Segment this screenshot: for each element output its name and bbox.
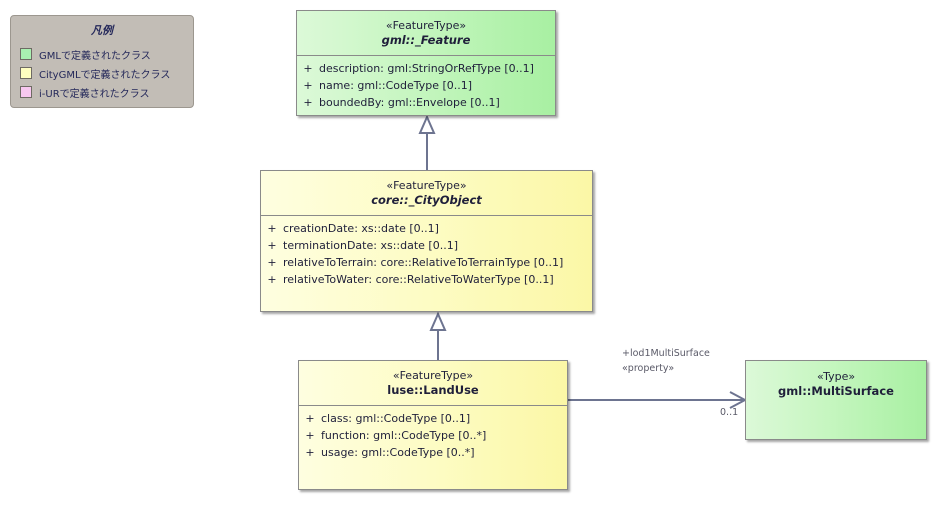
- legend-item-citygml: CityGMLで定義されたクラス: [20, 66, 171, 81]
- class-name-landuse: luse::LandUse: [387, 383, 479, 397]
- attribute-visibility: +: [303, 96, 313, 109]
- association-role-label: +lod1MultiSurface: [622, 348, 710, 359]
- class-box-landuse[interactable]: «FeatureType» luse::LandUse + class: gml:…: [298, 360, 568, 490]
- legend-item-iur: i-URで定義されたクラス: [20, 85, 150, 100]
- legend-swatch-iur: [20, 86, 32, 98]
- association-multiplicity-label: 0..1: [720, 407, 739, 418]
- class-box-multisurface[interactable]: «Type» gml::MultiSurface: [745, 360, 927, 440]
- class-stereotype-cityobject: «FeatureType»: [386, 179, 467, 192]
- attribute-row: + class: gml::CodeType [0..1]: [299, 410, 567, 427]
- attribute-row: + description: gml:StringOrRefType [0..1]: [297, 60, 555, 77]
- attribute-row: + creationDate: xs::date [0..1]: [261, 220, 592, 237]
- attribute-visibility: +: [303, 62, 313, 75]
- legend-label-gml: GMLで定義されたクラス: [39, 50, 151, 62]
- legend-swatch-citygml: [20, 67, 32, 79]
- class-header-landuse: «FeatureType» luse::LandUse: [299, 361, 567, 406]
- attribute-row: + usage: gml::CodeType [0..*]: [299, 444, 567, 461]
- attribute-row: + function: gml::CodeType [0..*]: [299, 427, 567, 444]
- class-stereotype-multisurface: «Type»: [816, 370, 856, 383]
- class-box-cityobject[interactable]: «FeatureType» core::_CityObject + creatio…: [260, 170, 593, 312]
- attribute-row: + boundedBy: gml::Envelope [0..1]: [297, 94, 555, 111]
- legend-label-iur: i-URで定義されたクラス: [39, 88, 150, 100]
- attribute-visibility: +: [267, 222, 277, 235]
- attribute-visibility: +: [303, 79, 313, 92]
- attribute-visibility: +: [267, 239, 277, 252]
- attribute-visibility: +: [267, 273, 277, 286]
- class-stereotype-feature: «FeatureType»: [385, 19, 467, 32]
- attribute-visibility: +: [305, 429, 315, 442]
- class-attributes-cityobject: +creationDate: xs::date [0..1] +terminat…: [261, 216, 592, 288]
- legend-swatch-gml: [20, 48, 32, 60]
- legend: 凡例 GMLで定義されたクラス CityGMLで定義されたクラス i-URで定義…: [10, 15, 194, 108]
- legend-item-gml: GMLで定義されたクラス: [20, 47, 151, 62]
- legend-title: 凡例: [91, 24, 113, 37]
- attribute-text: relativeToTerrain: core::RelativeToTerra…: [283, 256, 564, 269]
- attribute-text: boundedBy: gml::Envelope [0..1]: [319, 96, 500, 109]
- attribute-text: terminationDate: xs::date [0..1]: [283, 239, 458, 252]
- attribute-row: + terminationDate: xs::date [0..1]: [261, 237, 592, 254]
- attribute-text: name: gml::CodeType [0..1]: [319, 79, 473, 92]
- class-name-multisurface: gml::MultiSurface: [778, 384, 894, 398]
- attribute-row: + relativeToTerrain: core::RelativeToTerr…: [261, 254, 592, 271]
- attribute-text: usage: gml::CodeType [0..*]: [321, 446, 475, 459]
- attribute-visibility: +: [305, 446, 315, 459]
- class-box-feature[interactable]: «FeatureType» gml::_Feature + description…: [296, 10, 556, 116]
- class-name-cityobject: core::_CityObject: [371, 193, 482, 207]
- class-name-feature: gml::_Feature: [381, 33, 471, 47]
- attribute-text: description: gml:StringOrRefType [0..1]: [319, 62, 534, 75]
- attribute-row: + relativeToWater: core::RelativeToWaterT…: [261, 271, 592, 288]
- attribute-text: class: gml::CodeType [0..1]: [321, 412, 471, 425]
- generalization-arrow-cityobject: [418, 114, 436, 134]
- class-attributes-landuse: +class: gml::CodeType [0..1] +function: …: [299, 406, 567, 461]
- attribute-row: + name: gml::CodeType [0..1]: [297, 77, 555, 94]
- attribute-text: function: gml::CodeType [0..*]: [321, 429, 487, 442]
- class-header-feature: «FeatureType» gml::_Feature: [297, 11, 555, 56]
- attribute-visibility: +: [267, 256, 277, 269]
- attribute-visibility: +: [305, 412, 315, 425]
- class-header-cityobject: «FeatureType» core::_CityObject: [261, 171, 592, 216]
- class-attributes-feature: + description: gml:StringOrRefType [0..1]…: [297, 56, 555, 111]
- class-header-multisurface: «Type» gml::MultiSurface: [746, 361, 926, 441]
- generalization-arrow-landuse: [429, 311, 447, 331]
- attribute-text: creationDate: xs::date [0..1]: [283, 222, 439, 235]
- legend-label-citygml: CityGMLで定義されたクラス: [39, 69, 171, 81]
- attribute-text: relativeToWater: core::RelativeToWaterTy…: [283, 273, 554, 286]
- association-stereotype-label: «property»: [622, 363, 675, 374]
- class-stereotype-landuse: «FeatureType»: [392, 369, 474, 382]
